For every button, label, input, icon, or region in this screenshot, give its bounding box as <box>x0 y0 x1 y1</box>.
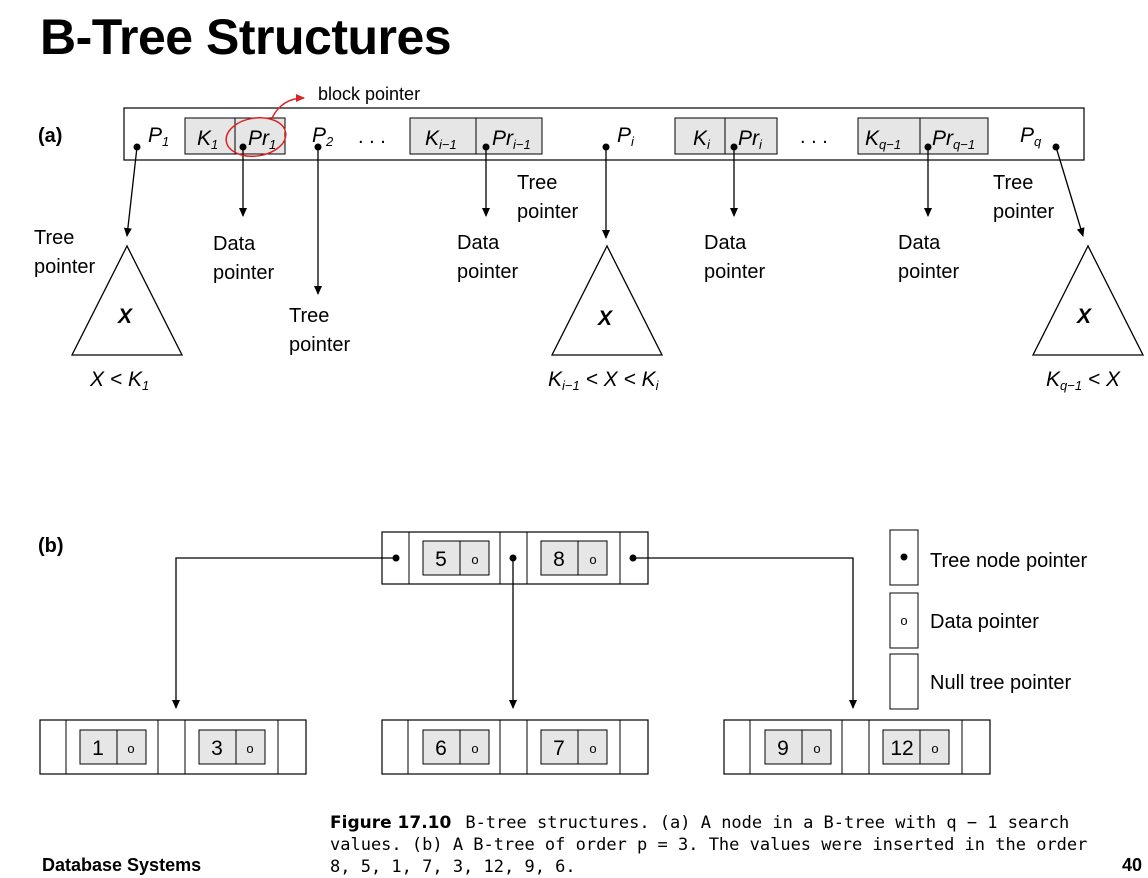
svg-text:Ki: Ki <box>693 127 711 152</box>
svg-text:X: X <box>117 305 134 328</box>
leaf-node-2: 6 7 o o <box>381 719 649 775</box>
svg-text:6: 6 <box>435 737 447 760</box>
subtree-i: X <box>550 244 664 356</box>
ellipsis-2: . . . <box>800 126 828 148</box>
svg-text:o: o <box>813 741 820 756</box>
leaf-node-1: 1 3 o o <box>39 719 307 775</box>
svg-text:1: 1 <box>92 737 104 760</box>
svg-text:12: 12 <box>890 737 913 760</box>
svg-text:o: o <box>589 741 596 756</box>
pointer-label-pi: Pi <box>617 124 635 149</box>
part-a-label: (a) <box>38 125 62 147</box>
root-node: 5 8 o o <box>381 531 649 585</box>
svg-text:Null tree pointer: Null tree pointer <box>930 672 1072 694</box>
key-cell-i: Ki Pri <box>674 117 778 155</box>
tree-pointer-line-1: Tree <box>34 227 74 249</box>
root-key-1: 5 <box>435 548 447 571</box>
caption-text: B-tree structures. (a) A node in a B-tre… <box>330 813 1088 877</box>
svg-text:7: 7 <box>553 737 565 760</box>
legend: Tree node pointer o Data pointer Null tr… <box>889 529 1087 710</box>
svg-text:o: o <box>471 552 478 567</box>
svg-text:o: o <box>589 552 596 567</box>
legend-null-tree-pointer: Null tree pointer <box>889 653 1072 710</box>
key-cell-1: K1 Pr1 <box>184 117 286 155</box>
svg-text:Tree node pointer: Tree node pointer <box>930 550 1087 572</box>
root-key-2: 8 <box>553 548 565 571</box>
part-b: (b) 5 8 o o <box>38 529 1087 775</box>
part-b-label: (b) <box>38 535 64 557</box>
svg-text:9: 9 <box>777 737 789 760</box>
legend-tree-node-pointer: Tree node pointer <box>889 529 1087 586</box>
page-number: 40 <box>1121 855 1142 875</box>
block-pointer-label: block pointer <box>318 84 420 104</box>
condition-i: Ki−1 < X < Ki <box>548 368 660 393</box>
figure-number: Figure 17.10 <box>330 813 452 833</box>
svg-text:o: o <box>127 741 134 756</box>
subtree-q: X <box>1031 244 1145 356</box>
footer-course-name: Database Systems <box>42 855 202 875</box>
key-cell-i-minus-1: Ki−1 Pri−1 <box>409 117 543 155</box>
svg-text:o: o <box>900 613 907 628</box>
block-pointer-highlight <box>225 116 287 158</box>
part-a: (a) K1 Pr1 Ki−1 Pri−1 Ki Pri Kq−1 Prq−1 <box>34 84 1145 393</box>
svg-text:X: X <box>597 307 614 330</box>
svg-text:o: o <box>246 741 253 756</box>
key-cell-q-minus-1: Kq−1 Prq−1 <box>857 117 989 155</box>
legend-data-pointer: o Data pointer <box>889 592 1039 649</box>
svg-text:o: o <box>471 741 478 756</box>
svg-text:Pri: Pri <box>738 127 763 152</box>
slide-title: B-Tree Structures <box>40 9 452 65</box>
svg-text:o: o <box>931 741 938 756</box>
leaf-node-3: 9 12 o o <box>723 719 991 775</box>
svg-text:3: 3 <box>211 737 223 760</box>
svg-text:X: X <box>1076 305 1093 328</box>
subtree-1: X <box>70 244 184 356</box>
svg-text:Data pointer: Data pointer <box>930 611 1039 633</box>
condition-q: Kq−1 < X <box>1046 368 1121 393</box>
ellipsis-1: . . . <box>358 126 386 148</box>
condition-1: X < K1 <box>89 368 149 393</box>
